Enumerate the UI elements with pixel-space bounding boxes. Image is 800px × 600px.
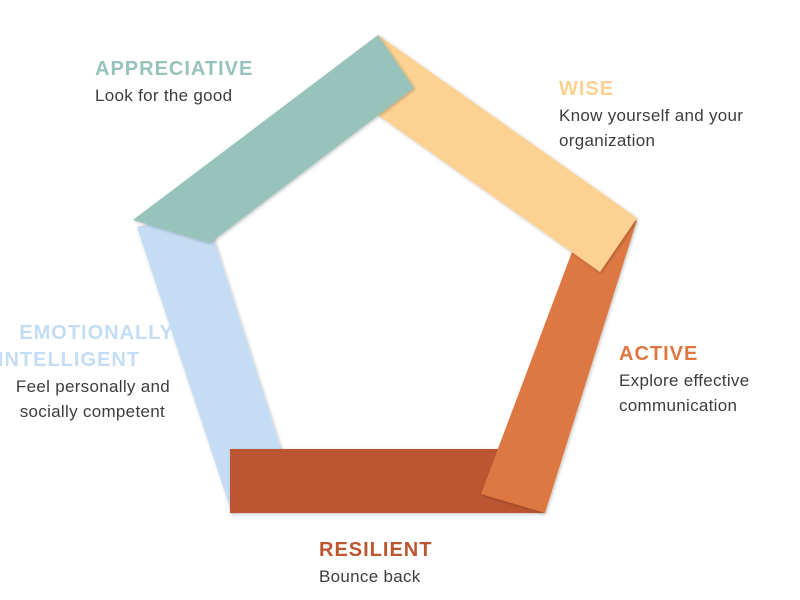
segment-wise [378, 35, 637, 272]
wise-title: WISE [559, 78, 615, 100]
appreciative-title: APPRECIATIVE [95, 58, 254, 80]
ei-title-line2: INTELLIGENT [0, 349, 140, 371]
segment-emotionally-intelligent [137, 211, 282, 513]
active-desc-line2: communication [619, 396, 738, 415]
label-resilient: RESILIENT Bounce back [319, 537, 432, 589]
segment-active [481, 220, 637, 513]
resilient-desc: Bounce back [319, 567, 421, 586]
wise-desc-line2: organization [559, 131, 656, 150]
appreciative-desc: Look for the good [95, 86, 233, 105]
resilient-title: RESILIENT [319, 539, 433, 561]
ei-desc-line1: Feel personally and [15, 377, 170, 396]
label-wise: WISE Know yourself and your organization [559, 76, 743, 153]
label-appreciative: APPRECIATIVE Look for the good [95, 56, 253, 108]
label-emotionally-intelligent: EMOTIONALLY INTELLIGENT Feel personally … [0, 320, 173, 424]
segment-appreciative [133, 35, 414, 243]
active-desc-line1: Explore effective [619, 371, 750, 390]
ei-title-line1: EMOTIONALLY [19, 322, 174, 344]
label-active: ACTIVE Explore effective communication [619, 341, 749, 418]
ei-desc-line2: socially competent [19, 402, 165, 421]
wise-desc-line1: Know yourself and your [559, 106, 744, 125]
segment-resilient [230, 449, 545, 513]
active-title: ACTIVE [619, 343, 699, 365]
